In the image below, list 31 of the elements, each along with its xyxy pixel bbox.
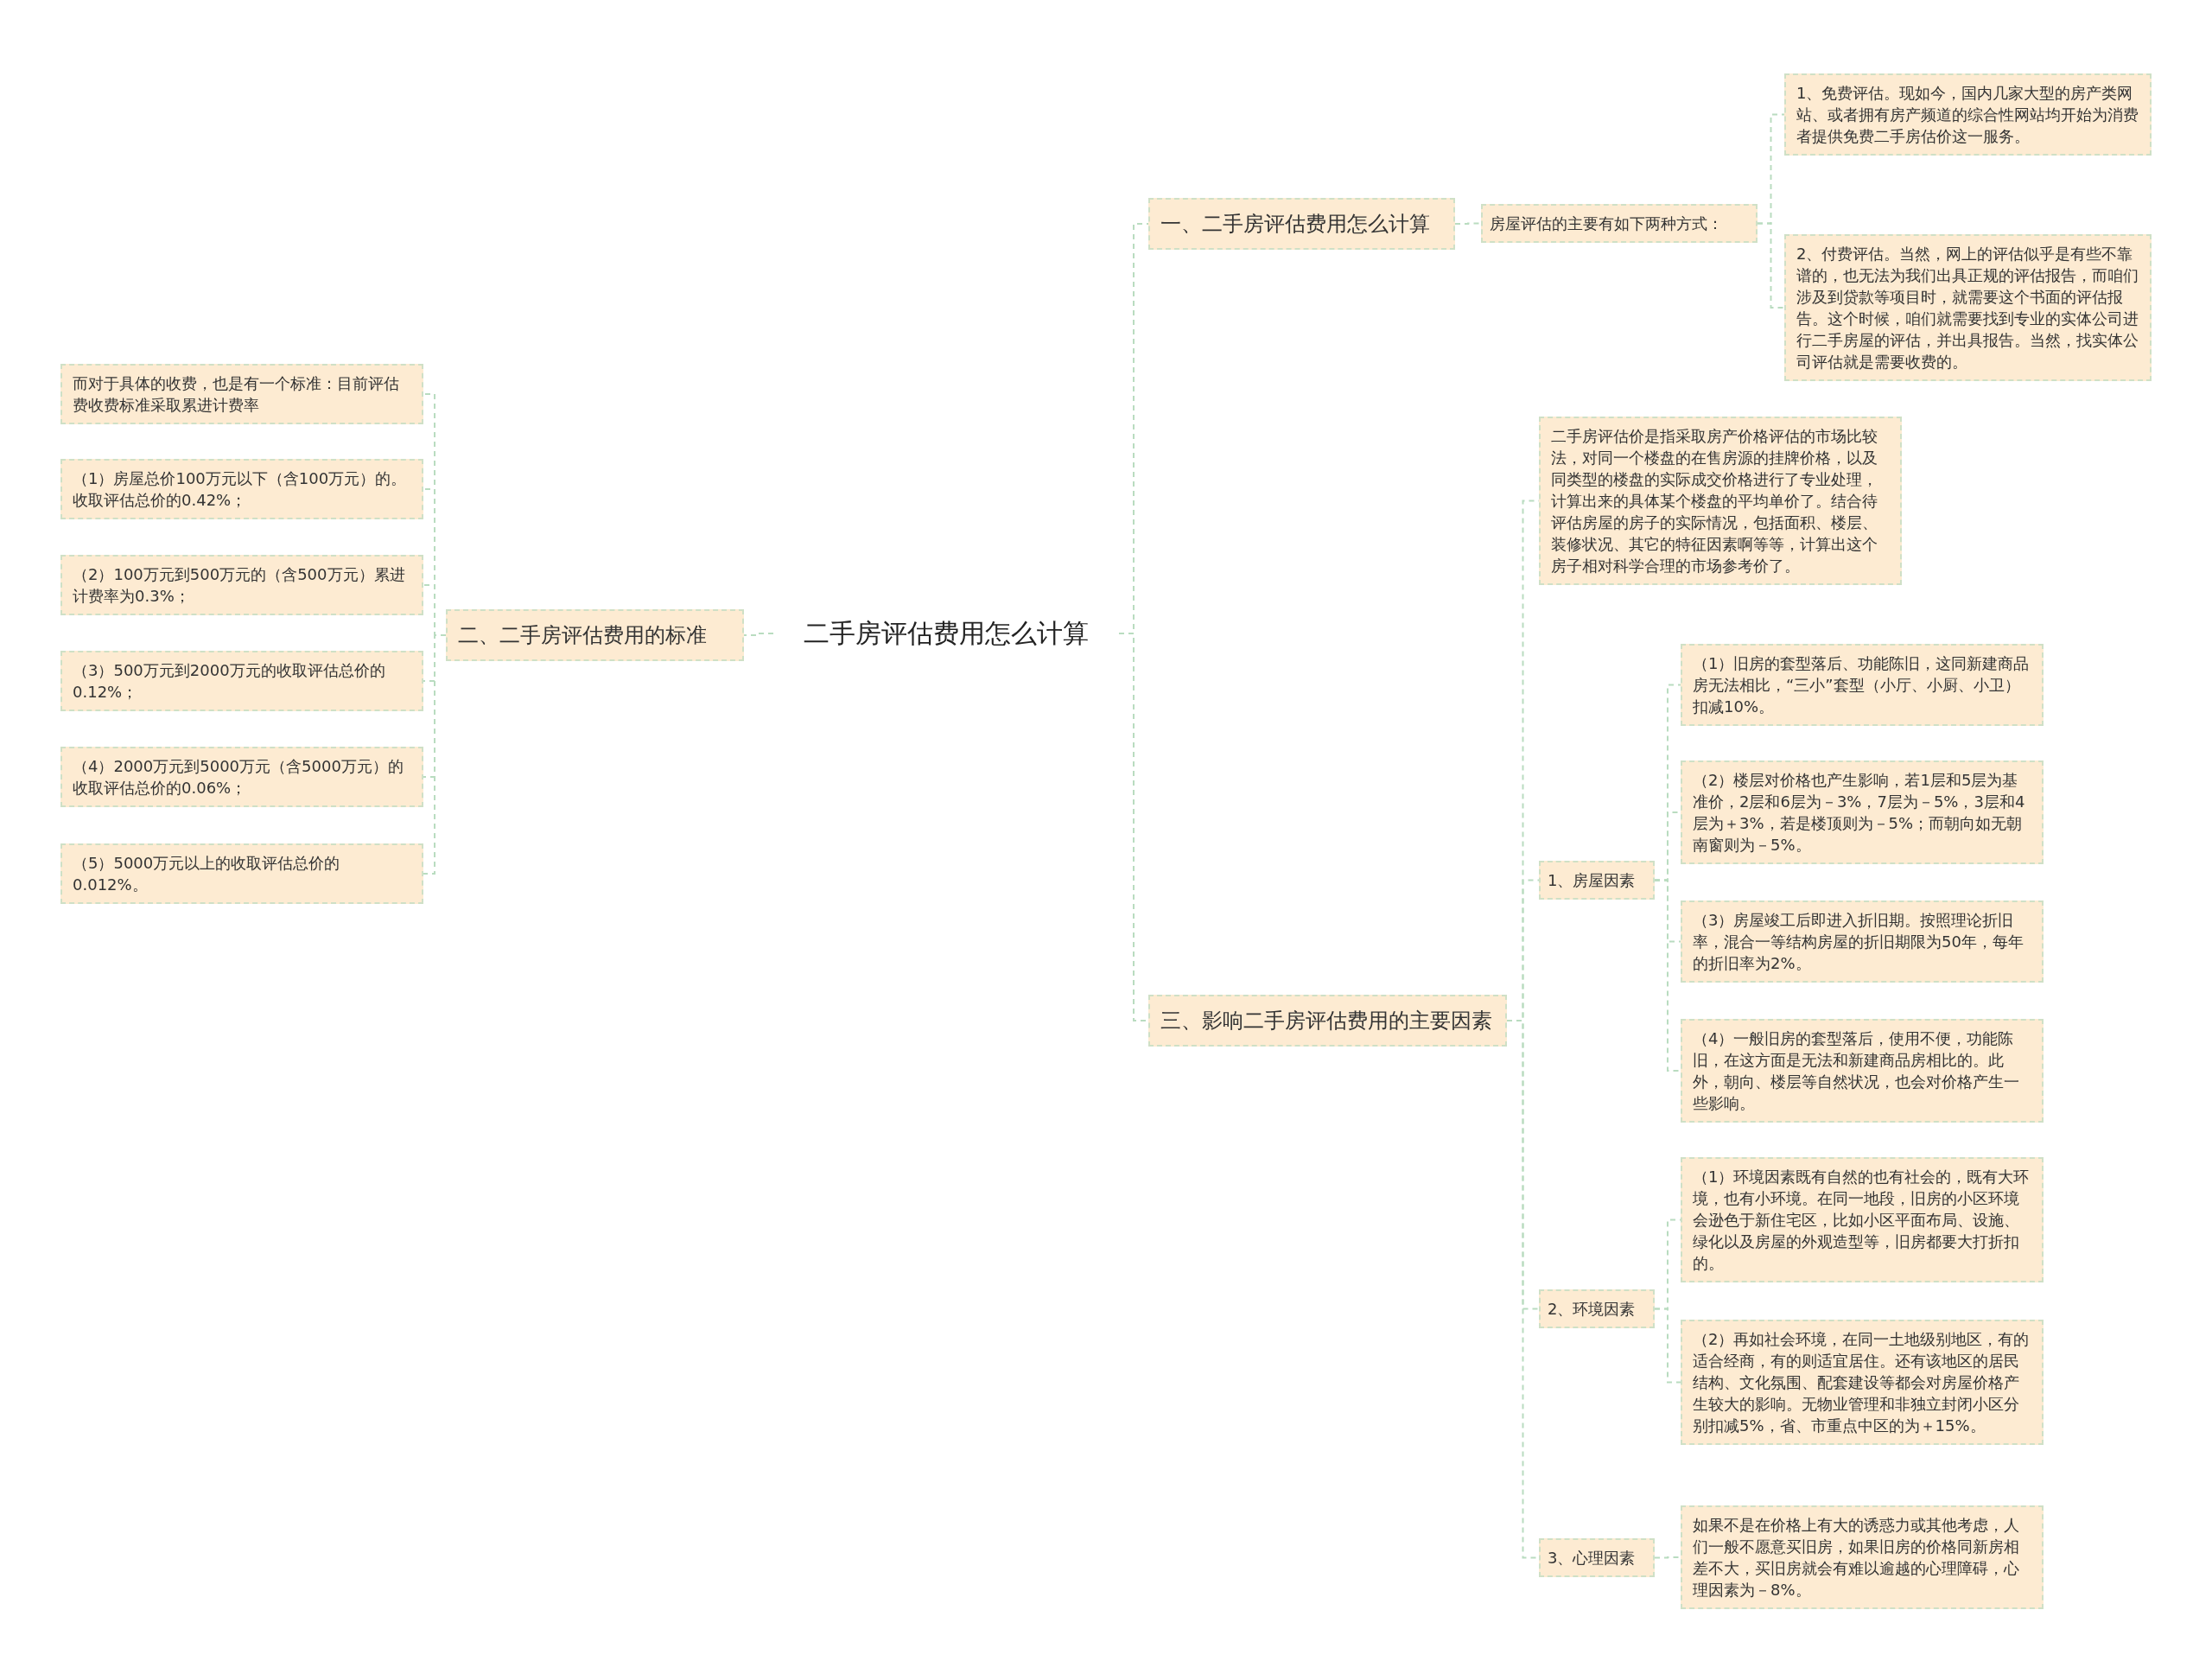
subtopic: 1、房屋因素 xyxy=(1539,861,1655,900)
text-card: （1）环境因素既有自然的也有社会的，既有大环境，也有小环境。在同一地段，旧房的小区环境会逊色于新住宅区，比如小区平面布局、设施、绿化以及房屋的外观造型等，旧房都要大打折扣的。 xyxy=(1681,1157,2044,1282)
connector-line xyxy=(1454,222,1482,225)
text-card: 二手房评估价是指采取房产价格评估的市场比较法，对同一个楼盘的在售房源的挂牌价格，以及同类型的楼盘的实际成交价格进行了专业处理，计算出来的具体某个楼盘的平均单价了。结合待评估房屋的房子的实际情况，包括面积、楼层、装修状况、其它的特征因素啊等等，计算出这个房子相对科学合理的市场参考价了。 xyxy=(1539,417,1902,585)
text-card: （3）房屋竣工后即进入折旧期。按照理论折旧率，混合一等结构房屋的折旧期限为50年，每年的折旧率为2%。 xyxy=(1681,900,2044,983)
text-card: （3）500万元到2000万元的收取评估总价的0.12%； xyxy=(60,651,423,711)
connector-line xyxy=(1654,879,1681,1072)
connector-line xyxy=(1654,1308,1681,1384)
connector-line xyxy=(1757,222,1785,309)
connector-line xyxy=(423,634,447,875)
branch-topic: 二、二手房评估费用的标准 xyxy=(446,609,744,661)
text-card: （5）5000万元以上的收取评估总价的0.012%。 xyxy=(60,843,423,904)
text-card: 2、付费评估。当然，网上的评估似乎是有些不靠谱的，也无法为我们出具正规的评估报告，而咱们涉及到贷款等项目时，就需要这个书面的评估报告。这个时候，咱们就需要找到专业的实体公司进行二手房屋的评估，并出具报告。当然，找实体公司评估就是需要收费的。 xyxy=(1784,234,2152,381)
central-topic: 二手房评估费用怎么计算 xyxy=(773,602,1119,665)
text-card: 而对于具体的收费，也是有一个标准：目前评估费收费标准采取累进计费率 xyxy=(60,364,423,424)
connector-line xyxy=(1654,1556,1681,1559)
text-card: （1）房屋总价100万元以下（含100万元）的。收取评估总价的0.42%； xyxy=(60,459,423,519)
subtopic: 3、心理因素 xyxy=(1539,1538,1655,1577)
text-card: （2）再如社会环境，在同一土地级别地区，有的适合经商，有的则适宜居住。还有该地区的居民结构、文化氛围、配套建设等都会对房屋价格产生较大的影响。无物业管理和非独立封闭小区分别扣减5%，省、市重点中区的为＋15%。 xyxy=(1681,1320,2044,1445)
text-card: （2）100万元到500万元的（含500万元）累进计费率为0.3%； xyxy=(60,555,423,615)
subtopic: 房屋评估的主要有如下两种方式： xyxy=(1481,204,1758,243)
subtopic: 2、环境因素 xyxy=(1539,1289,1655,1328)
text-card: （4）2000万元到5000万元（含5000万元）的收取评估总价的0.06%； xyxy=(60,747,423,807)
text-card: （4）一般旧房的套型落后，使用不便，功能陈旧，在这方面是无法和新建商品房相比的。此外，朝向、楼层等自然状况，也会对价格产生一些影响。 xyxy=(1681,1019,2044,1123)
text-card: 1、免费评估。现如今，国内几家大型的房产类网站、或者拥有房产频道的综合性网站均开始为消费者提供免费二手房估价这一服务。 xyxy=(1784,73,2152,156)
connector-line xyxy=(743,633,774,636)
branch-topic: 三、影响二手房评估费用的主要因素 xyxy=(1148,995,1507,1047)
text-card: （1）旧房的套型落后、功能陈旧，这同新建商品房无法相比，“三小”套型（小厅、小厨、小卫）扣减10%。 xyxy=(1681,644,2044,726)
text-card: （2）楼层对价格也产生影响，若1层和5层为基准价，2层和6层为－3%，7层为－5%，3层和4层为＋3%，若是楼顶则为－5%；而朝向如无朝南窗则为－5%。 xyxy=(1681,760,2044,864)
branch-topic: 一、二手房评估费用怎么计算 xyxy=(1148,198,1455,250)
text-card: 如果不是在价格上有大的诱惑力或其他考虑，人们一般不愿意买旧房，如果旧房的价格同新房相差不大，买旧房就会有难以逾越的心理障碍，心理因素为－8%。 xyxy=(1681,1505,2044,1609)
